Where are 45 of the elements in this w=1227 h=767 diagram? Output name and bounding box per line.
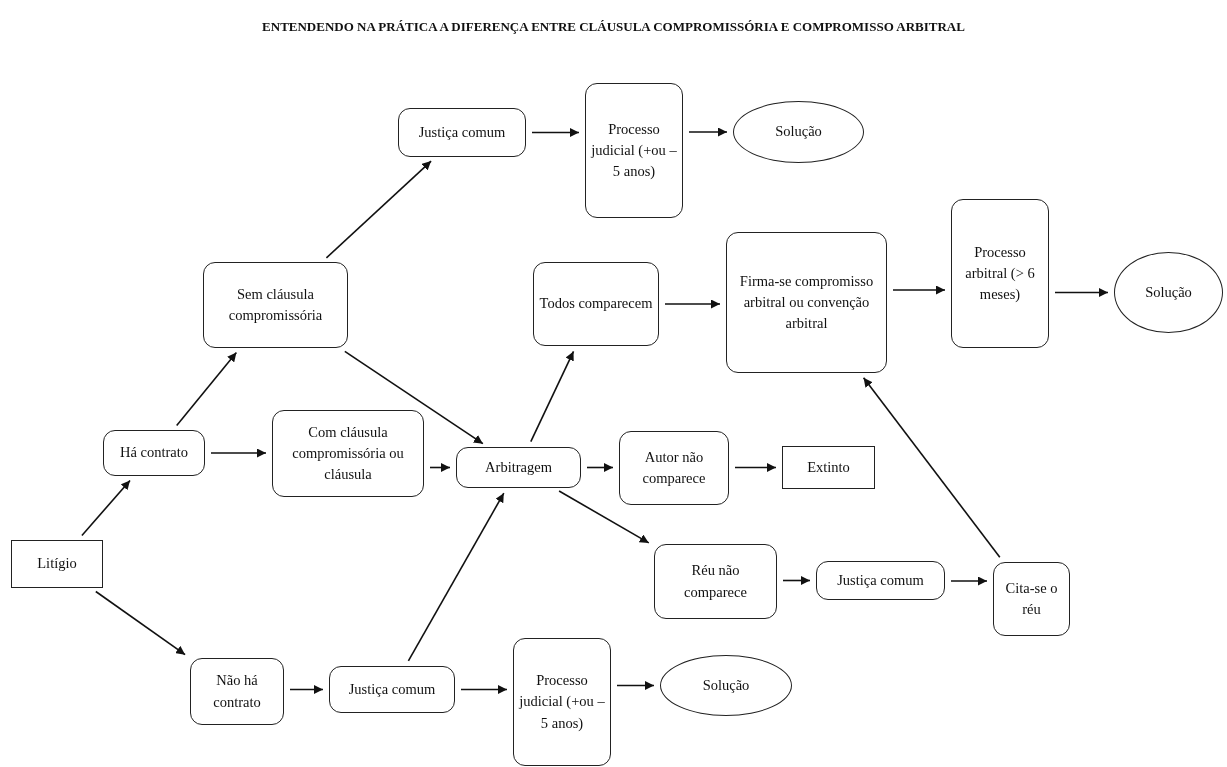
- terminal-ellipse: Solução: [733, 101, 864, 163]
- process-box: Sem cláusula compromissória: [203, 262, 348, 348]
- process-box: Autor não comparece: [619, 431, 729, 505]
- diagram-title: ENTENDENDO NA PRÁTICA A DIFERENÇA ENTRE CLÁUSULA COMPROMISSÓRIA E COMPROMISSO ARBITRAL: [261, 19, 966, 35]
- arrow: [289, 685, 324, 694]
- arrow: [344, 350, 484, 445]
- arrow: [664, 299, 721, 309]
- arrow: [95, 590, 186, 656]
- process-box: Réu não comparece: [654, 544, 777, 619]
- arrow: [531, 128, 580, 137]
- process-box: Com cláusula compromissória ou cláusula: [272, 410, 424, 497]
- process-box: Há contrato: [103, 430, 205, 476]
- process-box: Todos comparecem: [533, 262, 659, 346]
- arrow: [688, 127, 728, 137]
- arrow: [616, 681, 655, 690]
- process-box: Justiça comum: [816, 561, 945, 600]
- arrow: [782, 576, 811, 585]
- arrow: [586, 463, 614, 472]
- process-box: Processo judicial (+ou – 5 anos): [585, 83, 683, 218]
- arrow: [81, 479, 131, 537]
- process-box: Justiça comum: [398, 108, 526, 157]
- process-box: Processo arbitral (> 6 meses): [951, 199, 1049, 348]
- process-box: Processo judicial (+ou – 5 anos): [513, 638, 611, 766]
- arrow: [558, 490, 650, 544]
- process-box: Cita-se o réu: [993, 562, 1070, 636]
- process-box: Justiça comum: [329, 666, 455, 713]
- arrow: [862, 377, 1001, 558]
- arrow: [460, 685, 508, 694]
- arrow: [734, 463, 777, 472]
- process-box: Firma-se compromisso arbitral ou convenção arbitral: [726, 232, 887, 373]
- terminal-ellipse: Solução: [660, 655, 792, 716]
- arrow: [429, 463, 451, 472]
- arrow: [407, 492, 505, 662]
- arrow: [950, 576, 988, 586]
- process-box: Não há contrato: [190, 658, 284, 725]
- process-box: Litígio: [11, 540, 103, 588]
- arrow: [210, 448, 267, 458]
- terminal-ellipse: Solução: [1114, 252, 1223, 333]
- arrow: [530, 350, 575, 443]
- process-box: Extinto: [782, 446, 875, 489]
- arrow: [892, 285, 946, 295]
- process-box: Arbitragem: [456, 447, 581, 488]
- arrow: [175, 351, 238, 427]
- arrow: [325, 160, 432, 259]
- arrow: [1054, 288, 1109, 297]
